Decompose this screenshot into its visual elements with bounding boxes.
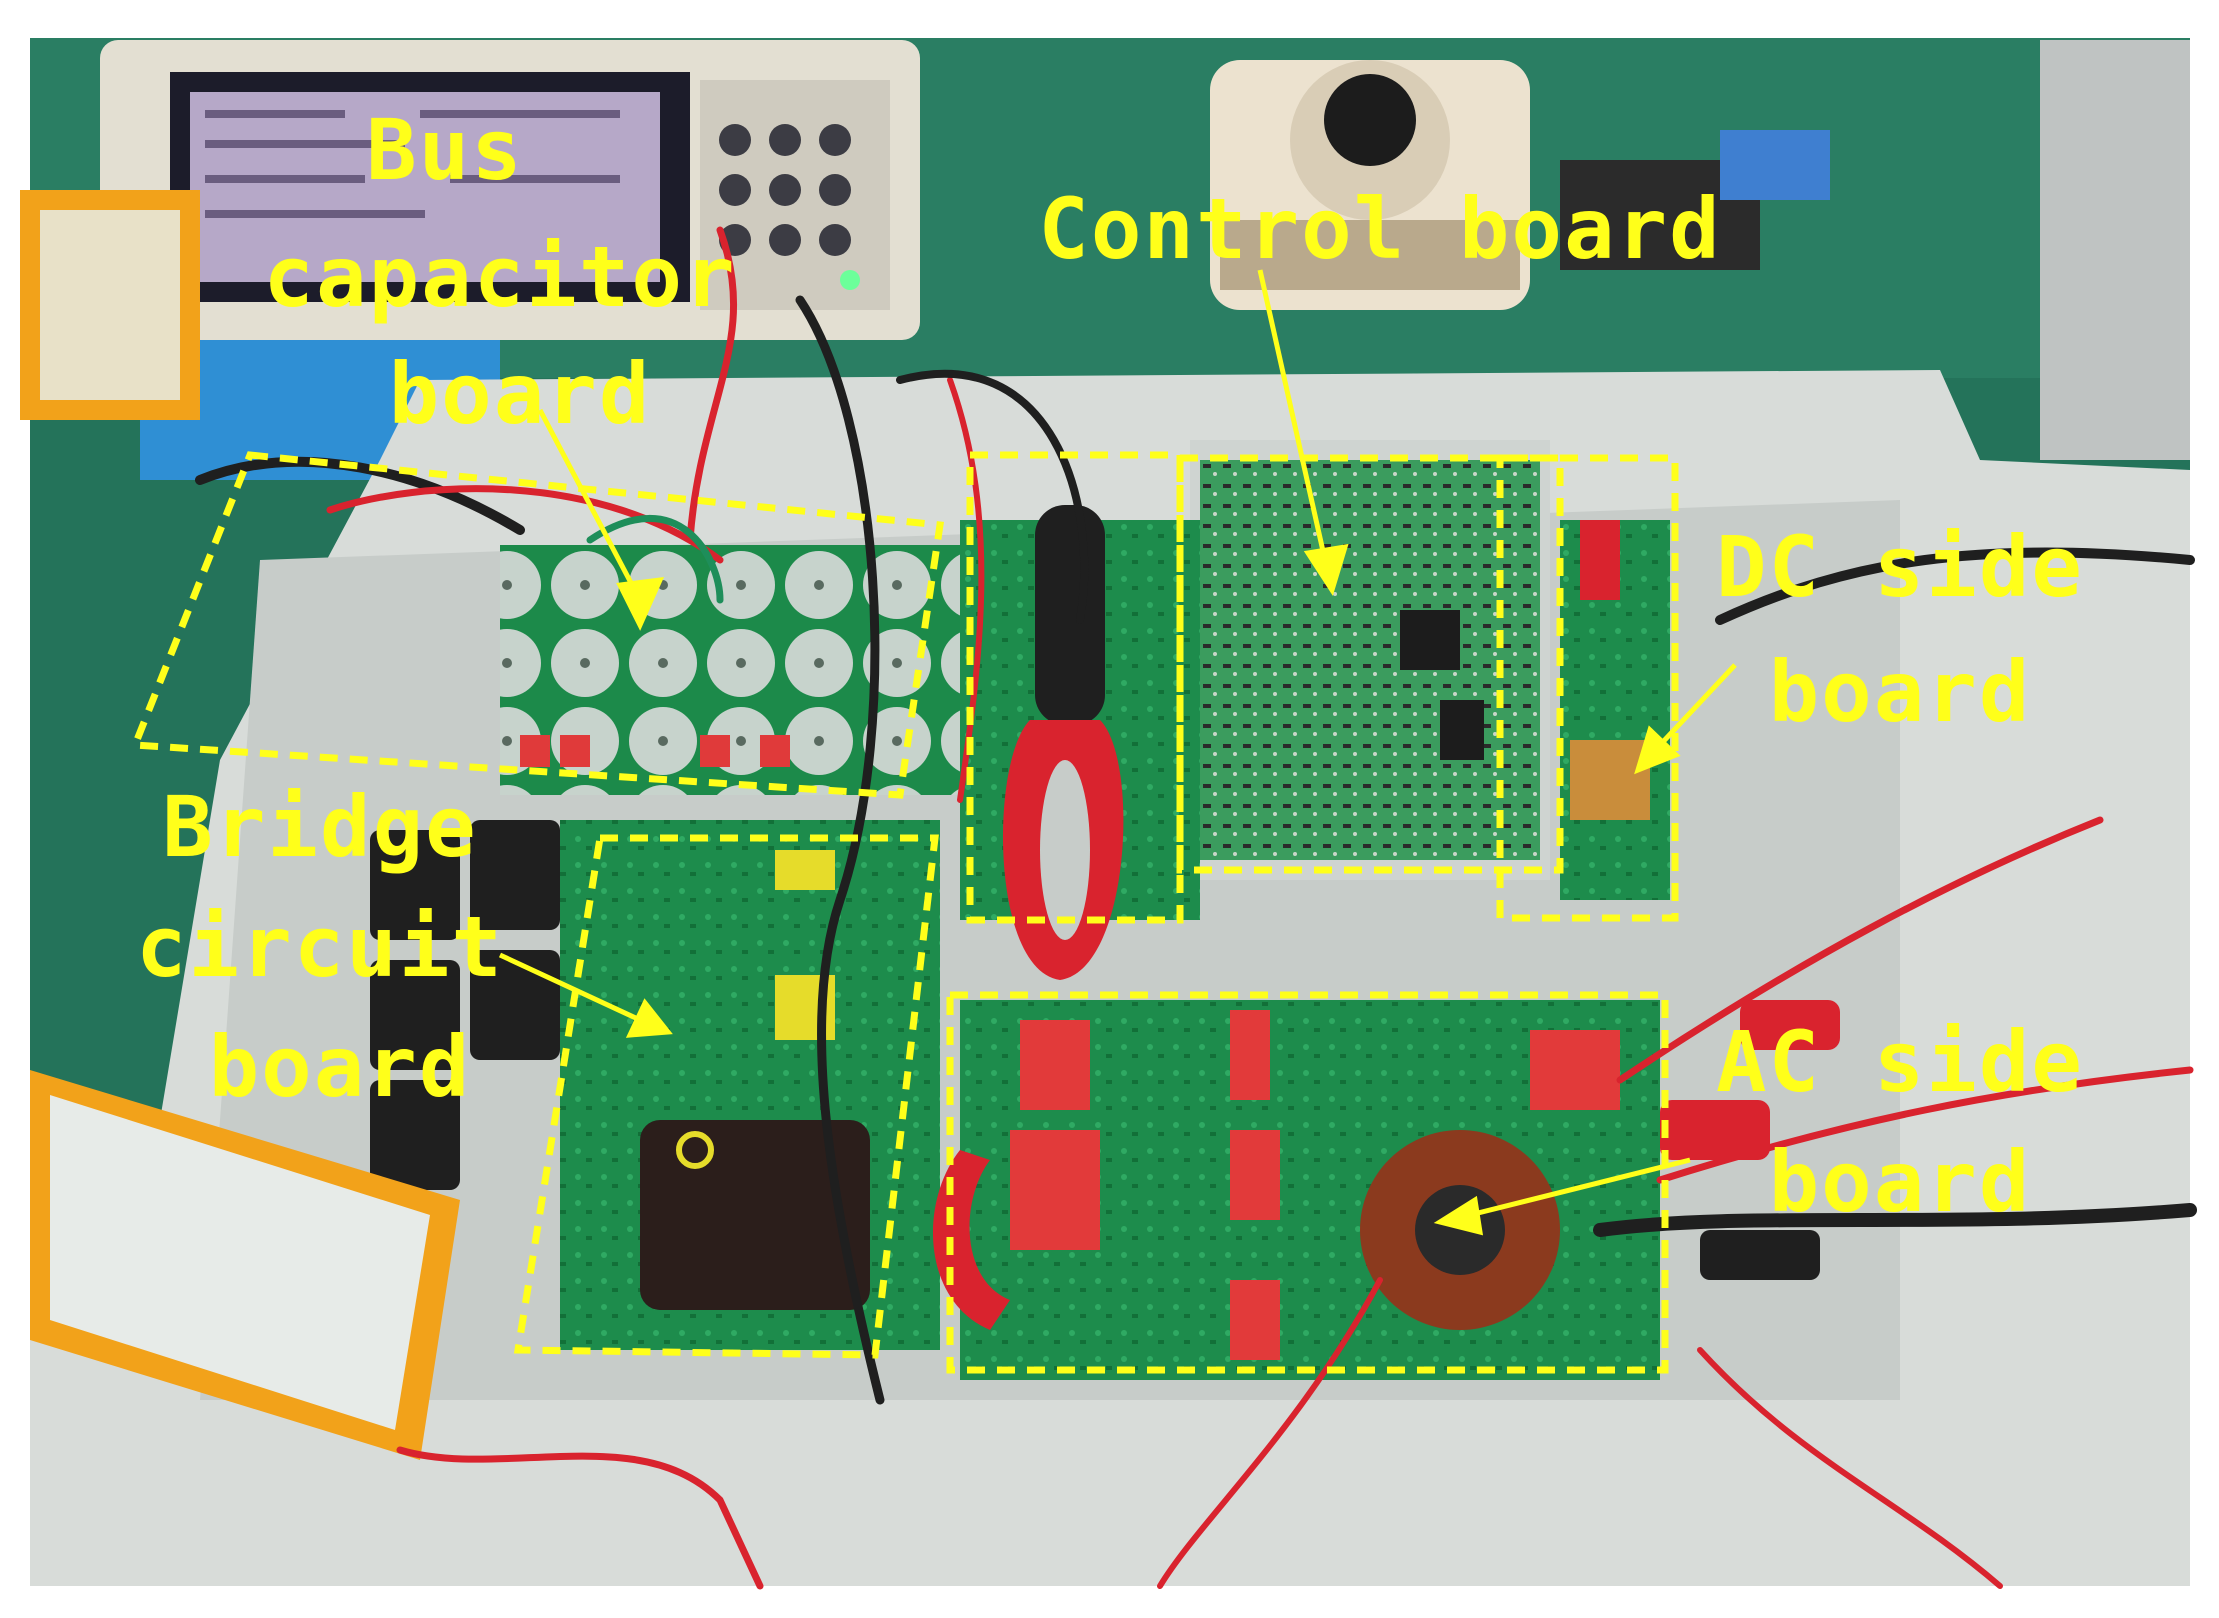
variac [1210,60,1530,310]
control-board-inner-box [1176,454,1564,874]
ac-side-arrow [1469,1157,1691,1218]
bridge-circuit-board [560,820,940,1350]
control-board-box [966,451,1184,924]
control-board-label: Control board [1030,187,1730,271]
control-board-label-line1: Control board [1038,180,1722,278]
bus-capacitor-board [500,545,960,795]
ac-side-label-line2: board [1768,1133,2032,1231]
bus-capacitor-label-2: capacitor [230,235,770,319]
control-board [1190,440,1550,880]
bus-capacitor-box [129,451,944,799]
bridge-circuit-label-line3: board [208,1018,472,1116]
ac-side-box [946,991,1669,1374]
dc-side-label-2: board [1740,650,2060,734]
bus-capacitor-label-3: board [360,352,680,436]
bus-capacitor-label-line3: board [388,345,652,443]
dc-side-board [1560,520,1670,900]
control-board-arrow [1257,269,1328,561]
dc-side-label-line1: DC side [1715,518,2084,616]
ac-side-label: AC side [1695,1020,2105,1104]
bus-capacitor-label-line1: Bus [366,101,524,199]
bridge-circuit-label-3: board [180,1025,500,1109]
bus-capacitor-arrow [537,408,643,602]
ac-side-board [960,1000,1660,1380]
bridge-circuit-box [513,834,939,1359]
bridge-circuit-label-line1: Bridge [162,778,478,876]
bridge-circuit-label-2: circuit [110,905,530,989]
bus-capacitor-label: Bus [265,108,625,192]
power-analyzer [100,40,920,340]
differential-probe [20,190,460,1460]
ac-side-label-line1: AC side [1715,1013,2084,1111]
ac-side-label-2: board [1740,1140,2060,1224]
dc-side-box [1496,454,1679,922]
bridge-circuit-label-line2: circuit [135,898,504,996]
bridge-circuit-arrow [498,952,642,1023]
bridge-circuit-label: Bridge [140,785,500,869]
dc-side-label: DC side [1695,525,2105,609]
bus-capacitor-label-line2: capacitor [263,228,737,326]
dc-side-arrow [1658,663,1737,747]
dc-side-label-line2: board [1768,643,2032,741]
